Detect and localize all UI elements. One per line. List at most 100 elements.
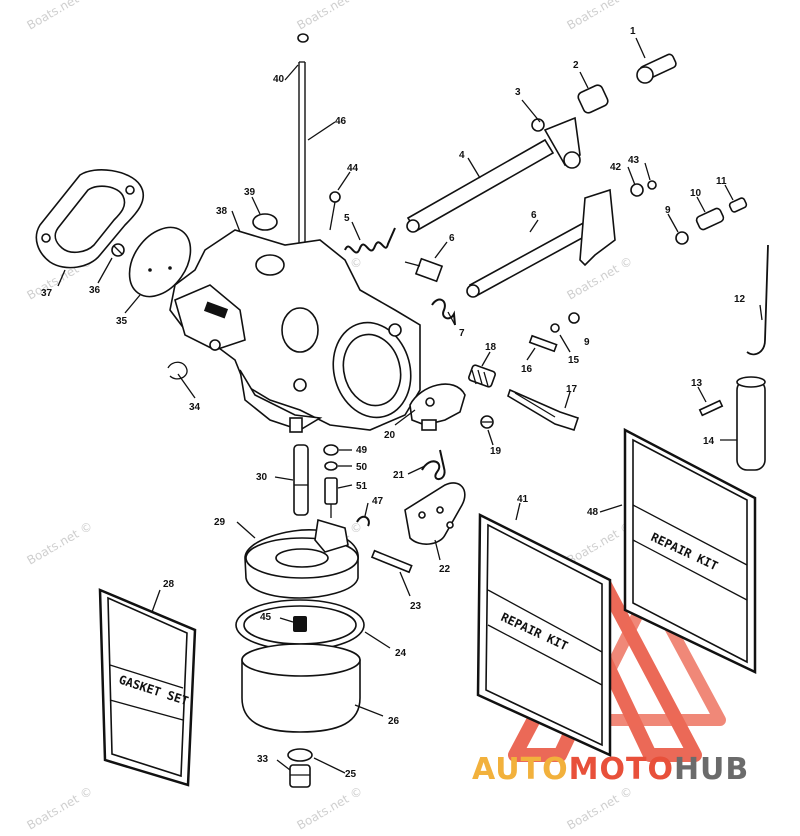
part-51-needle [324, 477, 338, 518]
watermark: Boats.net © [25, 784, 95, 833]
part-4-throttle-shaft [406, 116, 581, 233]
label-6a: 6 [449, 233, 455, 244]
label-49: 49 [356, 445, 368, 456]
label-9a: 9 [665, 205, 671, 216]
brand-part-moto: MOTO [568, 752, 674, 787]
part-26-float-bowl [241, 643, 361, 733]
brand-part-hub: HUB [673, 752, 750, 787]
part-2-bushing [577, 84, 609, 114]
label-47: 47 [372, 496, 384, 507]
label-41: 41 [517, 494, 529, 505]
watermark: Boats.net © [295, 0, 365, 33]
label-5: 5 [344, 213, 350, 224]
label-13: 13 [691, 378, 703, 389]
label-21: 21 [393, 470, 405, 481]
label-30: 30 [256, 472, 268, 483]
label-35: 35 [116, 316, 128, 327]
watermark: Boats.net © [295, 784, 365, 833]
label-45: 45 [260, 612, 272, 623]
brand-wordmark: AUTOMOTOHUB [472, 752, 749, 787]
part-10-nut [695, 207, 725, 231]
label-42: 42 [610, 162, 622, 173]
label-4: 4 [459, 150, 465, 161]
part-30-jet-tube [293, 444, 309, 516]
label-7: 7 [459, 328, 465, 339]
label-11: 11 [716, 176, 727, 187]
label-25: 25 [345, 769, 357, 780]
part-29-float [244, 518, 359, 599]
part-33-drain-plug [289, 764, 311, 788]
part-46-rod [297, 33, 309, 250]
label-38: 38 [216, 206, 228, 217]
label-9b: 9 [584, 337, 590, 348]
label-20: 20 [384, 430, 396, 441]
label-19: 19 [490, 446, 502, 457]
label-34: 34 [189, 402, 201, 413]
part-13-pin [698, 399, 724, 417]
label-23: 23 [410, 601, 422, 612]
part-18-spring [468, 364, 496, 388]
label-48: 48 [587, 507, 599, 518]
part-8-choke-shaft [466, 188, 616, 298]
part-25-gasket [287, 748, 313, 762]
brand-part-auto: AUTO [472, 752, 569, 787]
part-22-bracket [404, 482, 466, 545]
watermark: Boats.net © [25, 519, 95, 568]
part-41-repair-kit: REPAIR KIT [476, 512, 612, 757]
part-17-needle-screw [507, 388, 580, 431]
label-3: 3 [515, 87, 521, 98]
watermark: Boats.net © [565, 784, 635, 833]
label-46: 46 [335, 116, 347, 127]
part-20-choke-plate [409, 383, 466, 431]
label-17: 17 [566, 384, 578, 395]
part-1-screw [636, 53, 677, 84]
part-21-spring [421, 449, 446, 480]
part-36-screw [111, 243, 125, 257]
watermark: Boats.net © [565, 254, 635, 303]
label-1: 1 [630, 26, 636, 37]
part-28-gasket-set: GASKET SET [98, 588, 197, 787]
part-37-gasket [35, 169, 145, 269]
label-39: 39 [244, 187, 256, 198]
leader-lines [57, 37, 763, 774]
part-11-screw [728, 197, 748, 213]
part-34-clip [167, 361, 188, 380]
label-24: 24 [395, 648, 407, 659]
part-35-plate [128, 226, 192, 298]
part-6-lever [404, 257, 444, 283]
label-43: 43 [628, 155, 640, 166]
part-49-gasket [323, 444, 339, 456]
part-16-pin [528, 334, 558, 353]
label-33: 33 [257, 754, 269, 765]
label-14: 14 [703, 436, 715, 447]
label-36: 36 [89, 285, 101, 296]
part-19-screw [480, 415, 494, 429]
label-37: 37 [41, 288, 53, 299]
label-2: 2 [573, 60, 579, 71]
part-50-washer [324, 461, 338, 471]
watermark: Boats.net © [25, 0, 95, 33]
label-10: 10 [690, 188, 702, 199]
part-9-washer [675, 231, 689, 245]
part-23-pin [370, 549, 413, 574]
part-43-clip [647, 180, 657, 190]
label-28: 28 [163, 579, 175, 590]
label-16: 16 [521, 364, 533, 375]
part-12-link [746, 244, 769, 356]
label-50: 50 [356, 462, 368, 473]
label-12: 12 [734, 294, 746, 305]
label-26: 26 [388, 716, 400, 727]
part-44-screw [329, 191, 341, 231]
part-45-jet [293, 616, 307, 632]
part-5-spring [344, 227, 396, 254]
part-48-repair-kit: REPAIR KIT [623, 427, 757, 674]
part-15-washer [550, 323, 560, 333]
part-9-washer-lower [568, 312, 580, 324]
part-labels: 1 2 3 4 5 6 6 7 8 9 9 10 11 12 13 14 15 … [41, 26, 746, 780]
label-29: 29 [214, 517, 226, 528]
part-14-float [736, 376, 766, 471]
part-7-spring [431, 298, 456, 326]
label-22: 22 [439, 564, 451, 575]
label-6b: 6 [531, 210, 537, 221]
